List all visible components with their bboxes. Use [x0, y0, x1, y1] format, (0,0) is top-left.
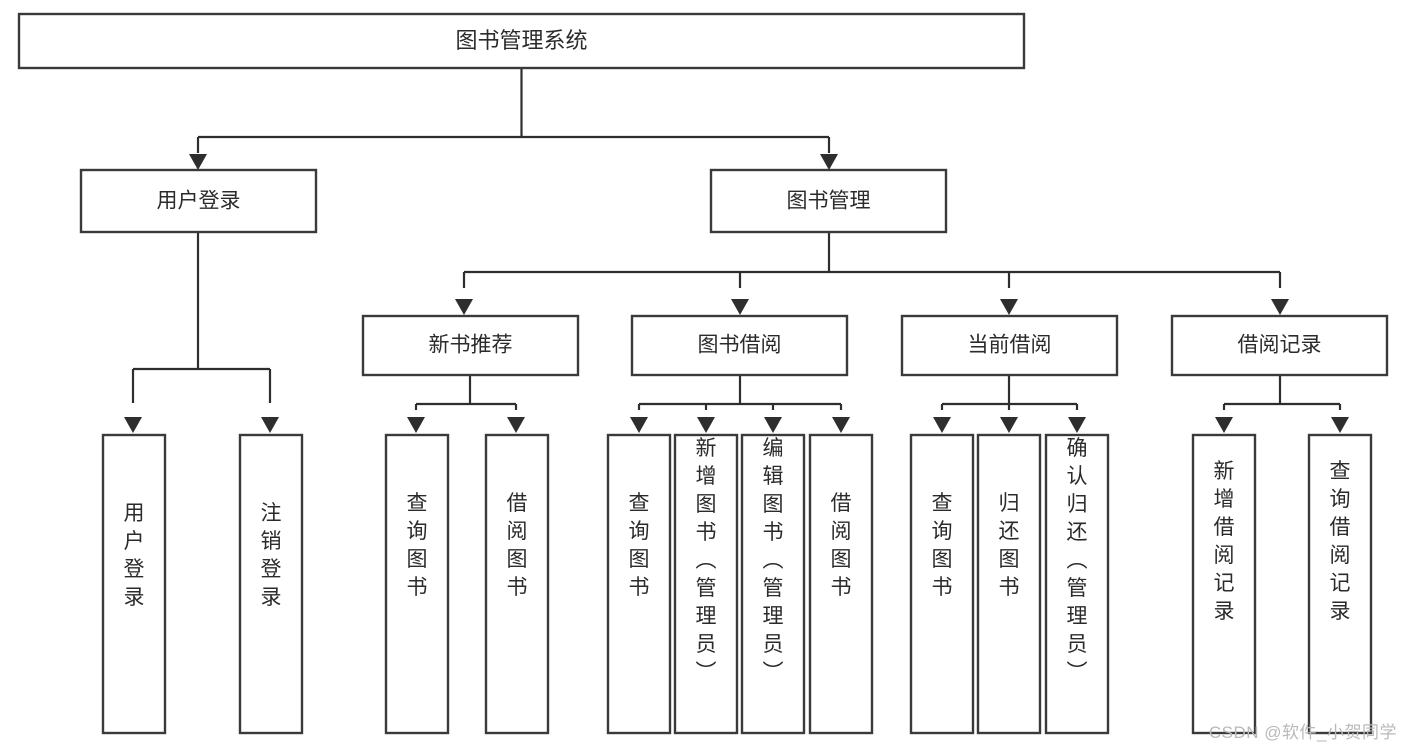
leaf-book-borrow-query-label: 查询图书: [629, 492, 650, 599]
node-book-borrow[interactable]: 图书借阅: [630, 314, 849, 377]
leaf-book-borrow-borrow-label: 借阅图书: [831, 492, 852, 599]
leaf-current-borrow-query[interactable]: 查询图书: [909, 433, 975, 735]
leaf-new-book-query[interactable]: 查询图书: [384, 433, 450, 735]
node-new-book-recommend[interactable]: 新书推荐: [361, 314, 580, 377]
leaf-book-borrow-add-label: 新增图书︵管理员︶: [696, 437, 717, 684]
leaf-borrow-record-add-label: 新增借阅记录: [1214, 460, 1235, 623]
node-current-borrow[interactable]: 当前借阅: [900, 314, 1119, 377]
leaf-current-borrow-confirm-label: 确认归还︵管理员︶: [1067, 437, 1088, 684]
leaf-book-borrow-borrow-box[interactable]: [808, 433, 874, 735]
arrowhead-to-borrow-record: [1271, 299, 1289, 315]
leaf-book-borrow-add-box[interactable]: [673, 433, 739, 735]
arrowhead-borrowrecord-leaf-2: [1331, 417, 1349, 433]
leaf-book-borrow-query-box[interactable]: [606, 433, 672, 735]
leaf-user-login-login-label: 用户登录: [124, 502, 145, 609]
arrowhead-bookborrow-leaf-4: [832, 417, 850, 433]
leaf-current-borrow-return[interactable]: 归还图书: [976, 433, 1042, 735]
arrowhead-to-current-borrow: [1000, 299, 1018, 315]
leaf-book-borrow-query[interactable]: 查询图书: [606, 433, 672, 735]
leaf-book-borrow-edit-box[interactable]: [740, 433, 806, 735]
leaf-book-borrow-edit-label: 编辑图书︵管理员︶: [763, 437, 784, 684]
arrowhead-currentborrow-leaf-2: [1000, 417, 1018, 433]
leaf-book-borrow-add[interactable]: 新增图书︵管理员︶: [673, 433, 739, 735]
leaf-user-login-login[interactable]: 用户登录: [101, 433, 167, 735]
leaf-book-borrow-borrow[interactable]: 借阅图书: [808, 433, 874, 735]
leaf-new-book-borrow-box[interactable]: [484, 433, 550, 735]
node-root-system-box[interactable]: [17, 12, 1026, 70]
arrowhead-userlogin-leaf-2: [261, 417, 279, 433]
node-book-management-label: 图书管理: [787, 190, 871, 213]
arrowhead-newbook-leaf-1: [407, 417, 425, 433]
leaf-current-borrow-query-box[interactable]: [909, 433, 975, 735]
leaf-new-book-query-label: 查询图书: [407, 492, 428, 599]
leaf-user-login-logout[interactable]: 注销登录: [238, 433, 304, 735]
node-borrow-record-label: 借阅记录: [1238, 334, 1322, 357]
leaf-user-login-logout-label: 注销登录: [261, 502, 282, 609]
node-current-borrow-label: 当前借阅: [968, 334, 1052, 357]
node-new-book-recommend-label: 新书推荐: [429, 334, 513, 357]
arrowhead-currentborrow-leaf-1: [933, 417, 951, 433]
node-user-login[interactable]: 用户登录: [79, 168, 318, 234]
leaf-borrow-record-add-box[interactable]: [1191, 433, 1257, 735]
arrowhead-borrowrecord-leaf-1: [1215, 417, 1233, 433]
arrowhead-bookborrow-leaf-2: [697, 417, 715, 433]
leaf-user-login-logout-box[interactable]: [238, 433, 304, 735]
node-book-borrow-label: 图书借阅: [698, 334, 782, 357]
node-user-login-box[interactable]: [79, 168, 318, 234]
node-current-borrow-box[interactable]: [900, 314, 1119, 377]
arrowhead-newbook-leaf-2: [507, 417, 525, 433]
leaf-user-login-login-box[interactable]: [101, 433, 167, 735]
connector-group: [124, 68, 1349, 433]
arrowhead-bookborrow-leaf-1: [630, 417, 648, 433]
leaf-book-borrow-edit[interactable]: 编辑图书︵管理员︶: [740, 433, 806, 735]
leaf-borrow-record-add[interactable]: 新增借阅记录: [1191, 433, 1257, 735]
node-new-book-recommend-box[interactable]: [361, 314, 580, 377]
leaf-new-book-borrow[interactable]: 借阅图书: [484, 433, 550, 735]
leaf-borrow-record-query[interactable]: 查询借阅记录: [1307, 433, 1373, 735]
arrowhead-to-user-login: [189, 154, 207, 170]
node-borrow-record[interactable]: 借阅记录: [1170, 314, 1389, 377]
node-book-management[interactable]: 图书管理: [709, 168, 948, 234]
node-user-login-label: 用户登录: [157, 190, 241, 213]
node-root-system[interactable]: 图书管理系统: [17, 12, 1026, 70]
arrowhead-to-new-book-recommend: [455, 299, 473, 315]
leaf-borrow-record-query-box[interactable]: [1307, 433, 1373, 735]
arrowhead-currentborrow-leaf-3: [1068, 417, 1086, 433]
arrowhead-to-book-borrow: [731, 299, 749, 315]
leaf-borrow-record-query-label: 查询借阅记录: [1330, 460, 1351, 623]
node-book-borrow-box[interactable]: [630, 314, 849, 377]
leaf-current-borrow-return-label: 归还图书: [999, 492, 1020, 599]
node-borrow-record-box[interactable]: [1170, 314, 1389, 377]
arrowhead-bookborrow-leaf-3: [764, 417, 782, 433]
leaf-current-borrow-confirm-box[interactable]: [1044, 433, 1110, 735]
node-root-system-label: 图书管理系统: [455, 28, 587, 53]
leaf-current-borrow-query-label: 查询图书: [932, 492, 953, 599]
leaf-current-borrow-confirm[interactable]: 确认归还︵管理员︶: [1044, 433, 1110, 735]
leaf-current-borrow-return-box[interactable]: [976, 433, 1042, 735]
arrowhead-userlogin-leaf-1: [124, 417, 142, 433]
leaf-new-book-borrow-label: 借阅图书: [507, 492, 528, 599]
leaf-new-book-query-box[interactable]: [384, 433, 450, 735]
node-book-management-box[interactable]: [709, 168, 948, 234]
arrowhead-to-book-management: [820, 154, 838, 170]
